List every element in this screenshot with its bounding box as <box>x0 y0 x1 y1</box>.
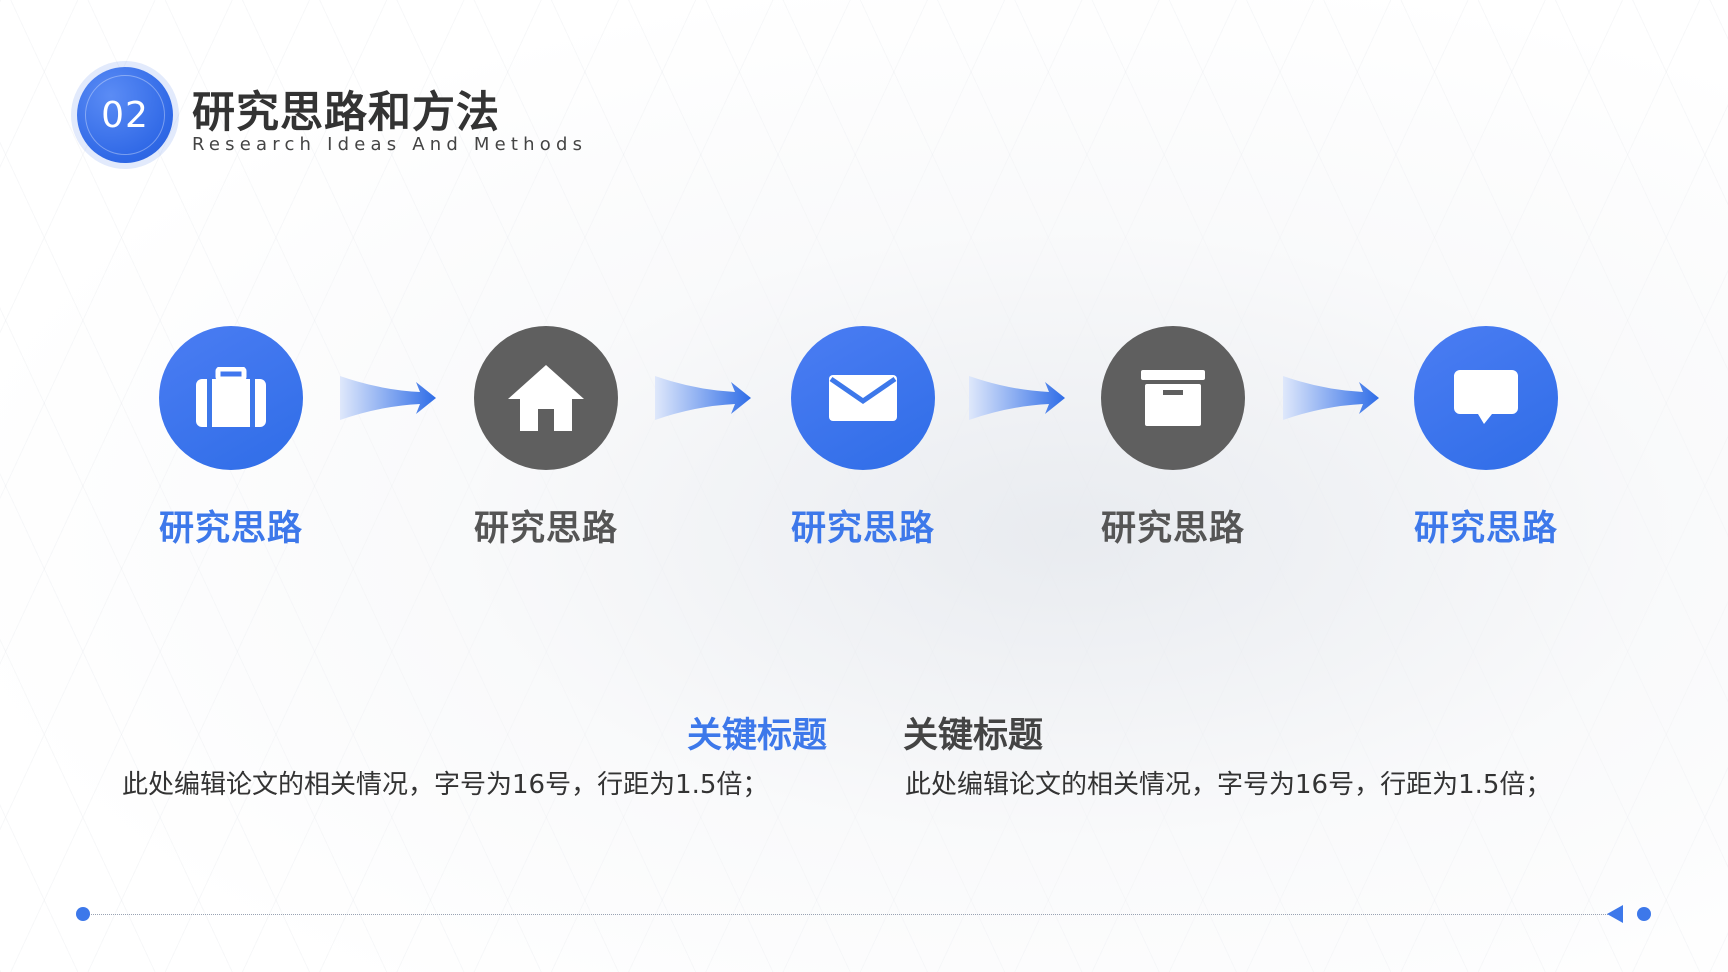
step-1-label: 研究思路 <box>158 509 303 549</box>
home-icon <box>508 365 584 431</box>
divider-dot-right <box>1637 907 1651 921</box>
page-title: 研究思路和方法 <box>192 88 500 138</box>
step-2: 研究思路 <box>436 326 656 551</box>
section-number: 02 <box>101 94 149 136</box>
step-2-label: 研究思路 <box>473 509 618 549</box>
step-5: 研究思路 <box>1376 326 1596 551</box>
step-3-circle <box>791 326 935 470</box>
divider-triangle-icon <box>1607 905 1623 923</box>
chat-bubble-icon <box>1454 370 1518 424</box>
keypoint-2-text: 此处编辑论文的相关情况，字号为16号，行距为1.5倍； <box>905 770 1552 800</box>
step-5-circle <box>1414 326 1558 470</box>
keypoint-2-title: 关键标题 <box>903 716 1044 756</box>
step-5-label: 研究思路 <box>1413 509 1558 549</box>
step-2-circle <box>474 326 618 470</box>
arrow-1 <box>340 376 436 420</box>
keypoint-1-text: 此处编辑论文的相关情况，字号为16号，行距为1.5倍； <box>122 770 769 800</box>
briefcase-icon <box>196 367 266 427</box>
arrow-2 <box>655 376 751 420</box>
keypoint-1-title: 关键标题 <box>687 716 828 756</box>
step-4: 研究思路 <box>1063 326 1283 551</box>
arrow-4 <box>1283 376 1379 420</box>
section-number-badge: 02 <box>77 67 173 163</box>
step-1: 研究思路 <box>121 326 341 551</box>
mail-icon <box>829 375 897 421</box>
step-4-label: 研究思路 <box>1100 509 1245 549</box>
step-1-circle <box>159 326 303 470</box>
bottom-divider <box>83 914 1608 915</box>
divider-dot-left <box>76 907 90 921</box>
archive-box-icon <box>1141 370 1205 426</box>
page-subtitle: Research Ideas And Methods <box>192 134 588 155</box>
step-3: 研究思路 <box>753 326 973 551</box>
step-4-circle <box>1101 326 1245 470</box>
arrow-3 <box>969 376 1065 420</box>
step-3-label: 研究思路 <box>790 509 935 549</box>
